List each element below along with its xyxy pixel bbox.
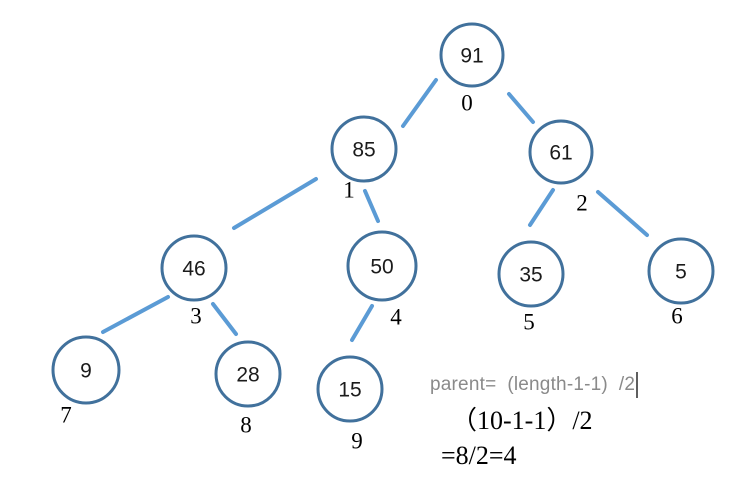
node-circle[interactable] [528,119,594,185]
tree-node-9[interactable]: 97 [51,335,121,428]
parent-formula-textbox[interactable]: parent= (length-1-1) /2 [430,371,639,399]
node-value: 61 [549,142,572,165]
node-value: 91 [460,45,483,68]
node-value: 28 [236,364,259,387]
tree-node-35[interactable]: 35 5 [497,240,565,335]
node-value: 5 [675,261,687,284]
tree-node-28[interactable]: 28 8 [214,340,282,438]
node-value: 35 [519,264,542,287]
tree-edge-46-28[interactable] [211,302,238,336]
tree-edge-61-5[interactable] [596,190,649,237]
tree-edge-91-85[interactable] [401,78,438,128]
tree-edge-50-15[interactable] [350,304,374,342]
text-caret [636,372,639,398]
node-value: 9 [80,360,92,383]
node-index-label: 1 [343,178,355,203]
node-circle[interactable] [330,115,398,183]
node-value: 15 [338,379,361,402]
node-value: 85 [352,139,375,162]
tree-edge-91-61[interactable] [507,92,535,124]
node-index-label: 0 [461,91,473,116]
node-circle[interactable] [439,22,505,88]
calc-line-1[interactable]: （10-1-1）/2 [451,406,593,435]
tree-node-85[interactable]: 85 1 [330,115,398,203]
tree-edge-61-35[interactable] [528,188,555,227]
node-circle[interactable] [346,230,418,302]
node-circle[interactable] [647,237,715,305]
node-index-label: 7 [60,403,72,428]
node-circle[interactable] [160,234,228,302]
node-index-label: 2 [576,191,588,216]
node-circle[interactable] [316,355,384,423]
tree-node-50[interactable]: 50 4 [346,230,418,330]
node-index-label: 6 [671,304,683,329]
tree-node-46[interactable]: 46 3 [160,234,228,329]
node-value: 50 [370,256,393,279]
node-value: 46 [182,258,205,281]
tree-node-91[interactable]: 91 0 [439,22,505,116]
node-index-label: 5 [523,310,535,335]
parent-formula-label: parent= (length-1-1) /2 [430,374,636,395]
tree-edge-85-46[interactable] [232,177,318,230]
tree-node-5[interactable]: 56 [647,237,715,329]
tree-node-15[interactable]: 15 9 [316,355,384,454]
tree-edge-85-50[interactable] [363,189,380,223]
node-index-label: 3 [190,304,202,329]
tree-node-61[interactable]: 61 2 [528,119,594,216]
node-circle[interactable] [51,335,121,405]
node-index-label: 8 [240,413,252,438]
tree-edge-46-9[interactable] [101,295,170,334]
node-circle[interactable] [497,240,565,308]
calc-line-2[interactable]: =8/2=4 [441,441,517,470]
node-index-label: 4 [390,305,402,330]
node-circle[interactable] [214,340,282,408]
node-index-label: 9 [351,429,363,454]
